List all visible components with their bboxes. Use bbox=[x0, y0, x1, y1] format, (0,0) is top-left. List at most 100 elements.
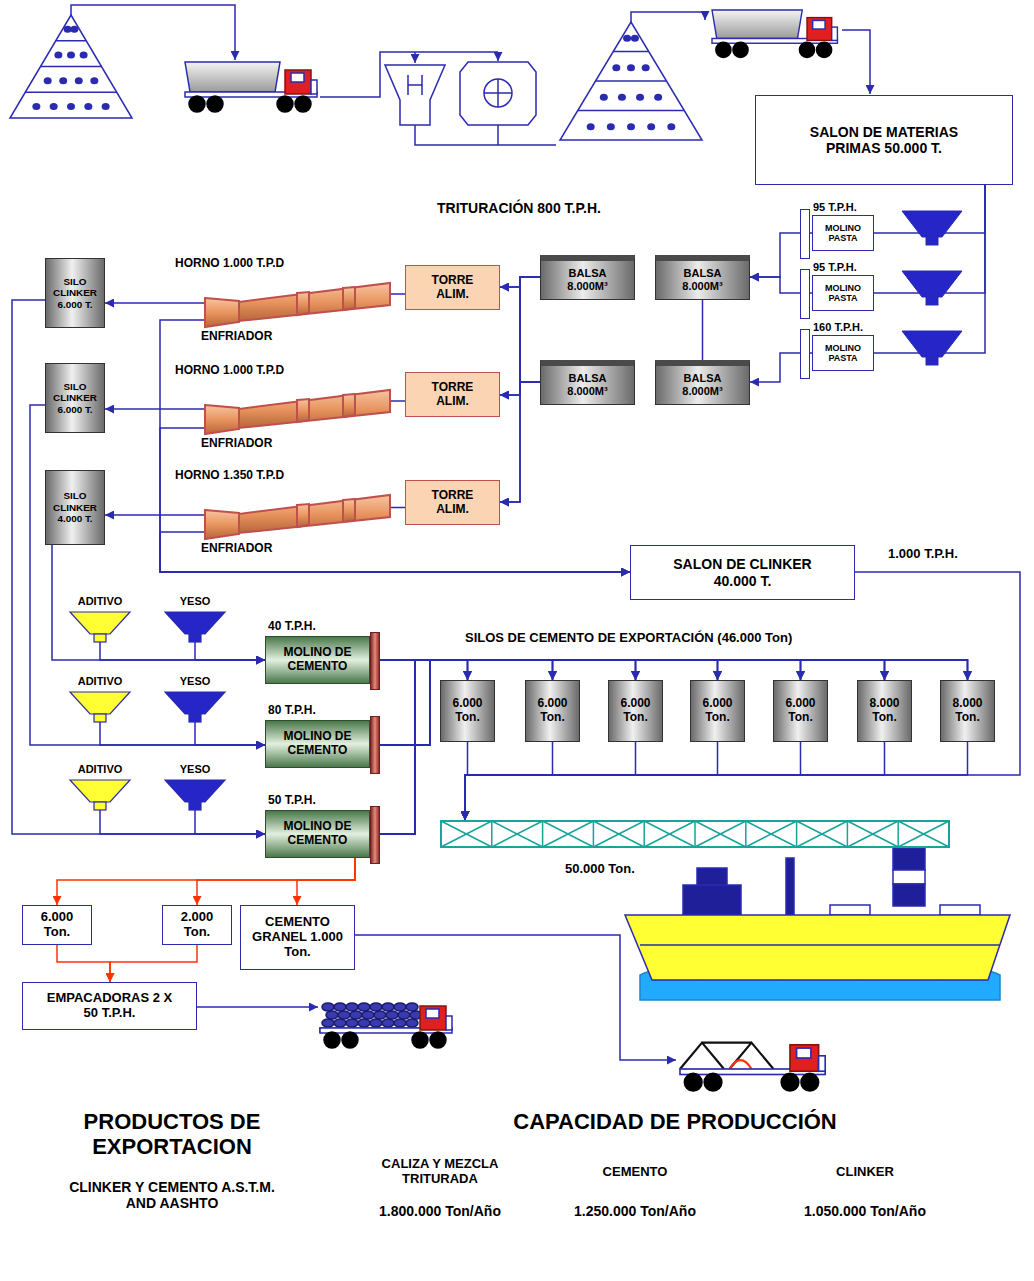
dump-truck bbox=[185, 62, 317, 112]
kiln-shape bbox=[297, 399, 309, 422]
export-silo: 6.000 Ton. bbox=[773, 680, 828, 742]
raw-feed-hopper bbox=[926, 237, 938, 245]
flow-connector bbox=[465, 572, 1020, 820]
truss bbox=[441, 821, 949, 847]
flow-connector bbox=[370, 660, 885, 745]
limestone-pile bbox=[84, 103, 92, 110]
node-label: 6.000 Ton. bbox=[610, 697, 662, 725]
flow-connector bbox=[465, 742, 801, 820]
node-label: SILO CLINKER 6.000 T. bbox=[46, 276, 104, 310]
clinker-silo: SILO CLINKER 4.000 T. bbox=[45, 470, 105, 545]
slurry-basin: BALSA 8.000M³ bbox=[540, 255, 635, 300]
flow-connector bbox=[160, 320, 630, 572]
mill-head bbox=[370, 716, 380, 774]
node-label: 8.000 Ton. bbox=[859, 697, 911, 725]
node-label: BALSA 8.000M³ bbox=[672, 372, 734, 397]
hopper-shape bbox=[70, 612, 130, 634]
bag-truck bbox=[326, 1011, 338, 1019]
crushed-pile bbox=[560, 22, 702, 140]
bag-truck bbox=[406, 1019, 418, 1027]
gypsum-hopper: YESO bbox=[165, 692, 225, 722]
bag-truck bbox=[370, 1003, 382, 1011]
panel-text: CLINKER bbox=[765, 1165, 965, 1180]
process-box: SALON DE CLINKER 40.000 T. bbox=[630, 545, 855, 600]
flow-connector bbox=[465, 742, 636, 820]
bag-truck bbox=[406, 1003, 418, 1011]
feed-line bbox=[631, 12, 705, 22]
crushed-pile bbox=[647, 123, 655, 130]
slurry-basin: BALSA 8.000M³ bbox=[540, 360, 635, 405]
dump-truck bbox=[285, 70, 311, 94]
flow-connector bbox=[370, 660, 636, 834]
node-label: 6.000 Ton. bbox=[775, 697, 827, 725]
bag-truck bbox=[394, 1003, 406, 1011]
node-label: SILO CLINKER 4.000 T. bbox=[46, 490, 104, 524]
flow-connector bbox=[195, 642, 265, 660]
kiln-shape bbox=[343, 287, 355, 310]
node-heading: YESO bbox=[180, 675, 211, 688]
loader-crane bbox=[893, 848, 925, 870]
flow-connector bbox=[500, 382, 540, 502]
node-label: CEMENTO GRANEL 1.000 Ton. bbox=[250, 915, 346, 960]
crushed-pile bbox=[618, 94, 626, 101]
kiln-shape bbox=[343, 499, 355, 522]
bag-truck bbox=[382, 1019, 394, 1027]
mill-end bbox=[800, 209, 810, 259]
process-box: 2.000 Ton. bbox=[162, 905, 232, 945]
process-box: EMPACADORAS 2 X 50 T.P.H. bbox=[22, 982, 197, 1030]
node-heading: ENFRIADOR bbox=[201, 437, 272, 451]
bag-truck bbox=[320, 1003, 452, 1048]
dump-truck bbox=[817, 42, 832, 57]
bag-truck bbox=[346, 1003, 358, 1011]
process-box: CEMENTO GRANEL 1.000 Ton. bbox=[240, 905, 355, 970]
bulk-truck bbox=[801, 1073, 819, 1091]
node-heading: ENFRIADOR bbox=[201, 542, 272, 556]
bag-truck bbox=[324, 1032, 340, 1048]
crushed-pile bbox=[578, 110, 685, 112]
flow-connector bbox=[390, 507, 405, 509]
slurry-basin: BALSA 8.000M³ bbox=[655, 360, 750, 405]
kiln-shape bbox=[297, 292, 309, 315]
hopper-shape bbox=[165, 612, 225, 642]
bulk-truck bbox=[790, 1045, 819, 1071]
dump-truck bbox=[291, 73, 304, 82]
dump-truck bbox=[807, 18, 832, 41]
bulk-truck bbox=[704, 1073, 722, 1091]
node-label: 6.000 Ton. bbox=[527, 697, 579, 725]
feed-line bbox=[71, 5, 235, 60]
limestone-pile bbox=[102, 103, 110, 110]
export-silo: 6.000 Ton. bbox=[440, 680, 495, 742]
truss bbox=[847, 821, 898, 847]
flow-connector bbox=[57, 858, 355, 905]
bulk-truck bbox=[797, 1048, 811, 1058]
crushed-pile bbox=[627, 123, 635, 130]
node-heading: 95 T.P.H. bbox=[813, 261, 857, 274]
node-label: TORRE ALIM. bbox=[418, 381, 488, 409]
ship-hatch bbox=[940, 905, 980, 915]
clinker-silo: SILO CLINKER 6.000 T. bbox=[45, 363, 105, 433]
kiln-shape bbox=[205, 278, 390, 328]
annotation: SILOS DE CEMENTO DE EXPORTACIÓN (46.000 … bbox=[465, 630, 792, 645]
node-heading: 50.000 Ton. bbox=[565, 862, 635, 877]
limestone-pile bbox=[67, 103, 75, 110]
bag-truck bbox=[374, 1011, 386, 1019]
kiln-shape bbox=[343, 394, 355, 417]
node-label: 8.000 Ton. bbox=[942, 697, 994, 725]
hopper-shape bbox=[70, 692, 130, 722]
export-silo: 6.000 Ton. bbox=[690, 680, 745, 742]
limestone-pile bbox=[80, 51, 88, 58]
hopper-shape bbox=[94, 714, 106, 722]
crushed-pile bbox=[613, 51, 649, 53]
ship-bridge bbox=[697, 868, 727, 885]
flow-connector bbox=[370, 660, 968, 745]
rotary-kiln: HORNO 1.000 T.P.DENFRIADOR bbox=[205, 385, 390, 435]
mill-end bbox=[800, 269, 810, 319]
flow-connector bbox=[370, 660, 468, 680]
bulk-truck bbox=[680, 1043, 774, 1069]
additive-hopper: ADITIVO bbox=[70, 780, 130, 810]
limestone-pile bbox=[25, 92, 117, 94]
feed-line bbox=[842, 30, 870, 94]
feed-line bbox=[497, 52, 499, 61]
hopper-shape bbox=[189, 714, 201, 722]
